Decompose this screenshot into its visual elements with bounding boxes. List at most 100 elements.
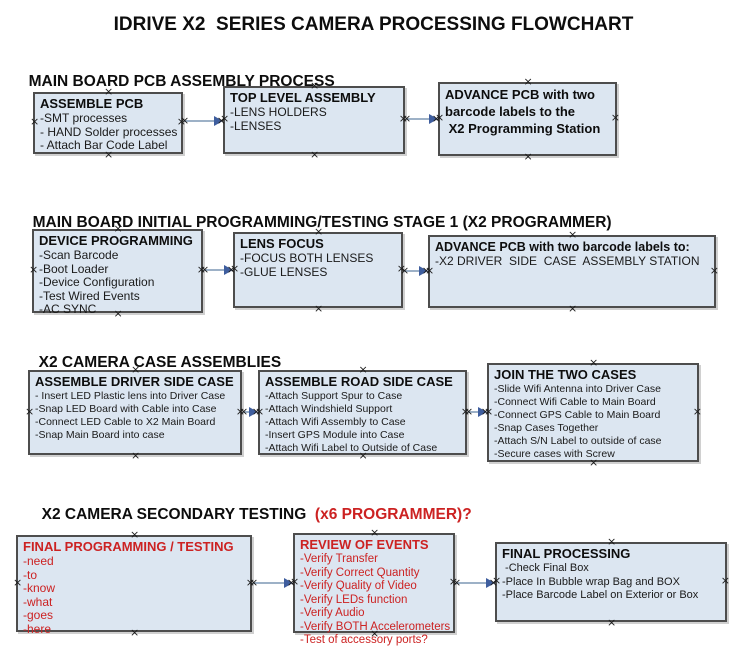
page-title: IDRIVE X2 SERIES CAMERA PROCESSING FLOWC… <box>113 14 634 35</box>
connection-handle-icon: × <box>310 148 320 161</box>
arrowhead-icon <box>419 266 428 276</box>
connection-handle-icon: × <box>480 405 490 418</box>
flow-box-item: -need <box>23 554 54 568</box>
flow-box-item: -Device Configuration <box>39 275 155 289</box>
flow-box-item: -Check Final Box <box>502 562 589 574</box>
flow-box-item: -Slide Wifi Antenna into Driver Case <box>494 383 661 395</box>
arrow-line <box>406 118 431 120</box>
flow-box-item: -here <box>23 621 52 636</box>
flow-box-item: barcode labels to the <box>445 104 576 119</box>
section-header-text: MAIN BOARD INITIAL PROGRAMMING/TESTING S… <box>32 214 612 231</box>
section-header-case-assemblies: X2 CAMERA CASE ASSEMBLIES <box>30 336 282 372</box>
connection-handle-icon: × <box>314 225 324 238</box>
connection-handle-icon: × <box>226 263 236 276</box>
flow-box-item: -Test Wired Events <box>39 288 140 303</box>
flow-box-items: -Attach Support Spur to Case-Attach Wind… <box>265 390 460 455</box>
flow-box-items: -need-to-know-what-goes-here <box>23 554 245 636</box>
connection-handle-icon: × <box>176 115 186 128</box>
connection-handle-icon: × <box>523 75 533 88</box>
flow-arrow: ×× <box>464 405 490 418</box>
connection-handle-icon: × <box>113 307 123 320</box>
connection-handle-icon: × <box>435 111 445 124</box>
flow-box-item: -Attach Windshield Support <box>265 403 393 415</box>
connection-handle-icon: × <box>131 363 141 376</box>
flow-box-item: -Connect GPS Cable to Main Board <box>494 409 661 421</box>
flow-box-review-of-events: REVIEW OF EVENTS -Verify Transfer-Verify… <box>290 527 458 646</box>
connection-handle-icon: × <box>196 263 206 276</box>
flow-box-items: -X2 DRIVER SIDE CASE ASSEMBLY STATION <box>435 254 709 269</box>
arrowhead-icon <box>478 407 487 417</box>
connection-handle-icon: × <box>230 262 240 275</box>
connection-handle-icon: × <box>180 114 190 127</box>
flow-box-item: -LENSES <box>230 118 282 133</box>
section-header-pcb-assembly: MAIN BOARD PCB ASSEMBLY PROCESS <box>20 55 335 91</box>
flow-box-item: -Verify Quality of Video <box>300 580 417 592</box>
connection-handle-icon: × <box>488 576 498 589</box>
flow-box-device-programming: DEVICE PROGRAMMING -Scan Barcode-Boot Lo… <box>29 223 206 319</box>
connection-handle-icon: × <box>130 528 140 541</box>
arrowhead-icon <box>284 578 293 588</box>
flow-box-item: -Attach Wifi Label to Outside of Case <box>265 442 438 454</box>
flow-box-item: -Verify Audio <box>300 607 365 619</box>
connection-handle-icon: × <box>431 112 441 125</box>
section-header-text: X2 CAMERA SECONDARY TESTING <box>41 506 311 523</box>
connection-handle-icon: × <box>720 574 730 587</box>
flow-arrow: ×× <box>452 576 498 589</box>
flow-box-title: TOP LEVEL ASSEMBLY <box>230 90 376 105</box>
arrowhead-icon <box>429 114 438 124</box>
section-header-text: MAIN BOARD PCB ASSEMBLY PROCESS <box>28 73 335 90</box>
connection-handle-icon: × <box>130 626 140 639</box>
flow-box-title: ASSEMBLE ROAD SIDE CASE <box>265 374 453 389</box>
flow-box-item: -SMT processes <box>40 111 128 125</box>
connection-handle-icon: × <box>452 576 462 589</box>
flow-box-item: -FOCUS BOTH LENSES <box>240 251 374 265</box>
connection-handle-icon: × <box>290 575 300 588</box>
flow-box-item: ADVANCE PCB with two <box>445 87 595 102</box>
flow-box-item: -Snap LED Board with Cable into Case <box>35 403 217 415</box>
connection-handle-icon: × <box>589 456 599 469</box>
flow-box-item: -goes <box>23 608 54 622</box>
connection-handle-icon: × <box>286 576 296 589</box>
flow-box-assemble-road-side-case: ASSEMBLE ROAD SIDE CASE -Attach Support … <box>255 364 470 461</box>
flow-box-item: -what <box>23 594 53 609</box>
flow-arrow: ×× <box>400 265 431 277</box>
connection-handle-icon: × <box>255 404 265 418</box>
flow-box-item: -Snap Main Board into case <box>35 429 165 441</box>
flow-box-title: ADVANCE PCB with two barcode labels to th… <box>445 86 610 137</box>
flow-box-item: -Snap Cases Together <box>494 422 599 434</box>
flow-box-title: ASSEMBLE PCB <box>40 96 144 111</box>
arrowhead-icon <box>224 265 233 275</box>
connection-handle-icon: × <box>607 535 617 548</box>
flow-box-title: DEVICE PROGRAMMING <box>39 233 193 248</box>
connection-handle-icon: × <box>200 263 210 276</box>
flow-arrow: ×× <box>402 112 441 125</box>
flow-box-items: -Verify Transfer-Verify Correct Quantity… <box>300 553 450 648</box>
connection-handle-icon: × <box>402 112 412 125</box>
flow-box-top-level-assembly: TOP LEVEL ASSEMBLY -LENS HOLDERS-LENSES … <box>220 80 408 160</box>
flow-box-item: -X2 DRIVER SIDE CASE ASSEMBLY STATION <box>435 254 700 268</box>
connection-handle-icon: × <box>607 616 617 629</box>
flow-box-title: REVIEW OF EVENTS <box>300 537 429 552</box>
flow-box-item: -Connect LED Cable to X2 Main Board <box>35 416 216 428</box>
connection-handle-icon: × <box>448 575 458 588</box>
connection-handle-icon: × <box>460 404 470 418</box>
connection-handle-icon: × <box>245 575 255 589</box>
flow-box-title: JOIN THE TWO CASES <box>494 367 637 382</box>
arrow-line <box>184 120 216 122</box>
flow-box-item: X2 Programming Station <box>445 121 601 136</box>
flow-box-item: -to <box>23 567 38 582</box>
connection-handle-icon: × <box>370 526 380 539</box>
connection-handle-icon: × <box>216 114 226 127</box>
connection-handle-icon: × <box>13 575 23 589</box>
connection-handle-icon: × <box>568 302 578 315</box>
flow-box-items: -Scan Barcode-Boot Loader-Device Configu… <box>39 248 196 317</box>
flow-box-advance-pcb-driver-side: ADVANCE PCB with two barcode labels to: … <box>425 229 719 314</box>
connection-handle-icon: × <box>568 228 578 241</box>
arrowhead-icon <box>249 407 258 417</box>
flow-box-item: -know <box>23 581 56 595</box>
flow-box-title: ADVANCE PCB with two barcode labels to: <box>435 240 690 254</box>
flow-box-item: -Secure cases with Screw <box>494 448 615 460</box>
flow-box-item: -Verify LEDs function <box>300 593 408 606</box>
flow-box-items: - Insert LED Plastic lens into Driver Ca… <box>35 390 235 442</box>
section-header-text: X2 CAMERA CASE ASSEMBLIES <box>38 354 282 371</box>
